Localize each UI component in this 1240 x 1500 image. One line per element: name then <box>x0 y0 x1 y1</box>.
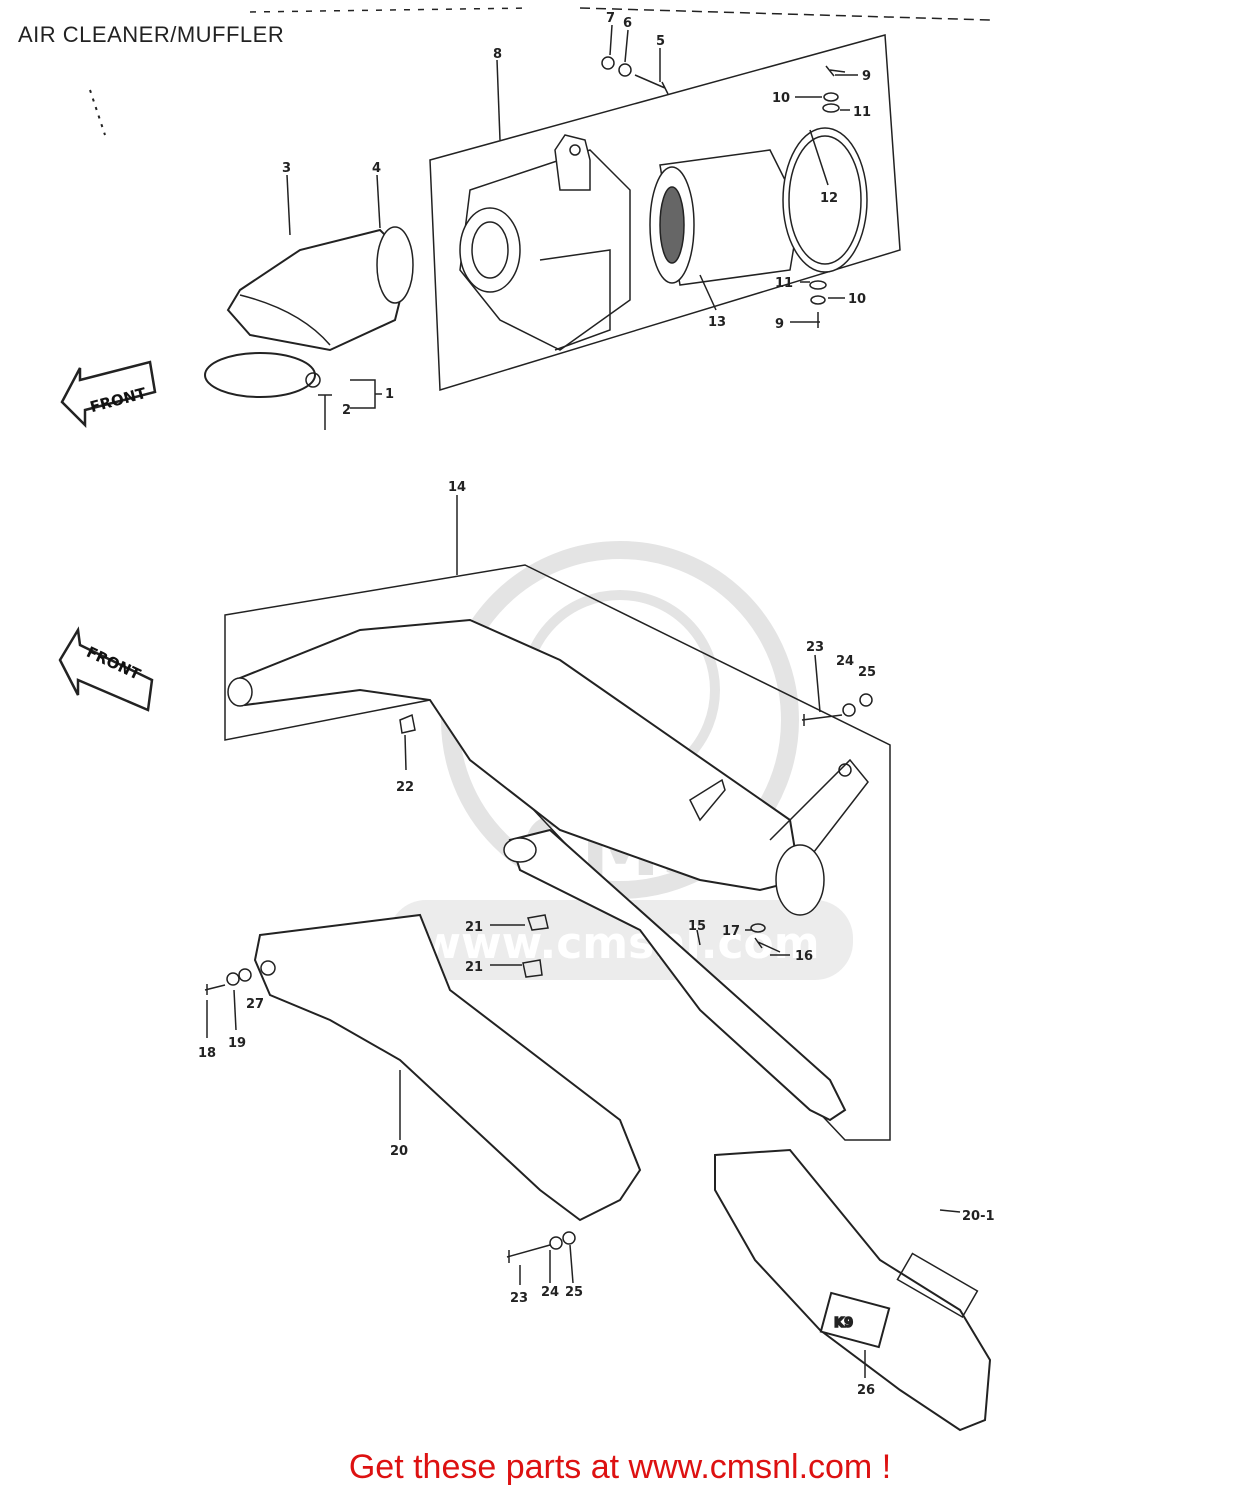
heat-guard-alt <box>714 1148 992 1432</box>
callout-16: 16 <box>795 949 813 964</box>
badge-label: K9 <box>834 1316 853 1331</box>
callout-5: 5 <box>656 34 665 49</box>
callout-11: 11 <box>775 276 793 291</box>
callout-3: 3 <box>282 161 291 176</box>
callout-1: 1 <box>385 387 394 402</box>
front-arrow-icon <box>58 626 154 712</box>
watermark-url: www.cmsnl.com <box>420 918 819 969</box>
callout-20-1: 20-1 <box>962 1209 995 1224</box>
callout-25: 25 <box>565 1285 583 1300</box>
front-arrow-icon <box>60 360 157 429</box>
callout-17: 17 <box>722 924 740 939</box>
callout-23: 23 <box>510 1291 528 1306</box>
callout-13: 13 <box>708 315 726 330</box>
callout-25: 25 <box>858 665 876 680</box>
callout-6: 6 <box>623 16 632 31</box>
heat-guard <box>253 913 642 1222</box>
callout-11: 11 <box>853 105 871 120</box>
callout-19: 19 <box>228 1036 246 1051</box>
callout-23: 23 <box>806 640 824 655</box>
intake-duct <box>204 226 414 398</box>
callout-10: 10 <box>848 292 866 307</box>
callout-4: 4 <box>372 161 381 176</box>
callout-7: 7 <box>606 11 615 26</box>
callout-21: 21 <box>465 960 483 975</box>
callout-9: 9 <box>775 317 784 332</box>
air-filter-element <box>649 149 801 286</box>
callout-24: 24 <box>836 654 854 669</box>
callout-24: 24 <box>541 1285 559 1300</box>
air-cleaner-cover <box>782 127 868 273</box>
callout-18: 18 <box>198 1046 216 1061</box>
callout-26: 26 <box>857 1383 875 1398</box>
footer-link[interactable]: Get these parts at www.cmsnl.com ! <box>348 1448 892 1486</box>
page-title: AIR CLEANER/MUFFLER <box>18 22 285 47</box>
callout-20: 20 <box>390 1144 408 1159</box>
callout-8: 8 <box>493 47 502 62</box>
callout-27: 27 <box>246 997 264 1012</box>
callout-9: 9 <box>862 69 871 84</box>
callout-14: 14 <box>448 480 466 495</box>
callout-22: 22 <box>396 780 414 795</box>
callout-2: 2 <box>342 403 351 418</box>
callout-21: 21 <box>465 920 483 935</box>
callout-12: 12 <box>820 191 838 206</box>
air-cleaner-housing <box>459 134 631 351</box>
callout-15: 15 <box>688 919 706 934</box>
callout-labels: 7 6 5 8 9 10 11 3 4 12 11 10 13 9 1 2 14… <box>198 11 995 1398</box>
tail-pipe <box>503 828 847 1122</box>
callout-10: 10 <box>772 91 790 106</box>
muffler <box>227 618 869 916</box>
